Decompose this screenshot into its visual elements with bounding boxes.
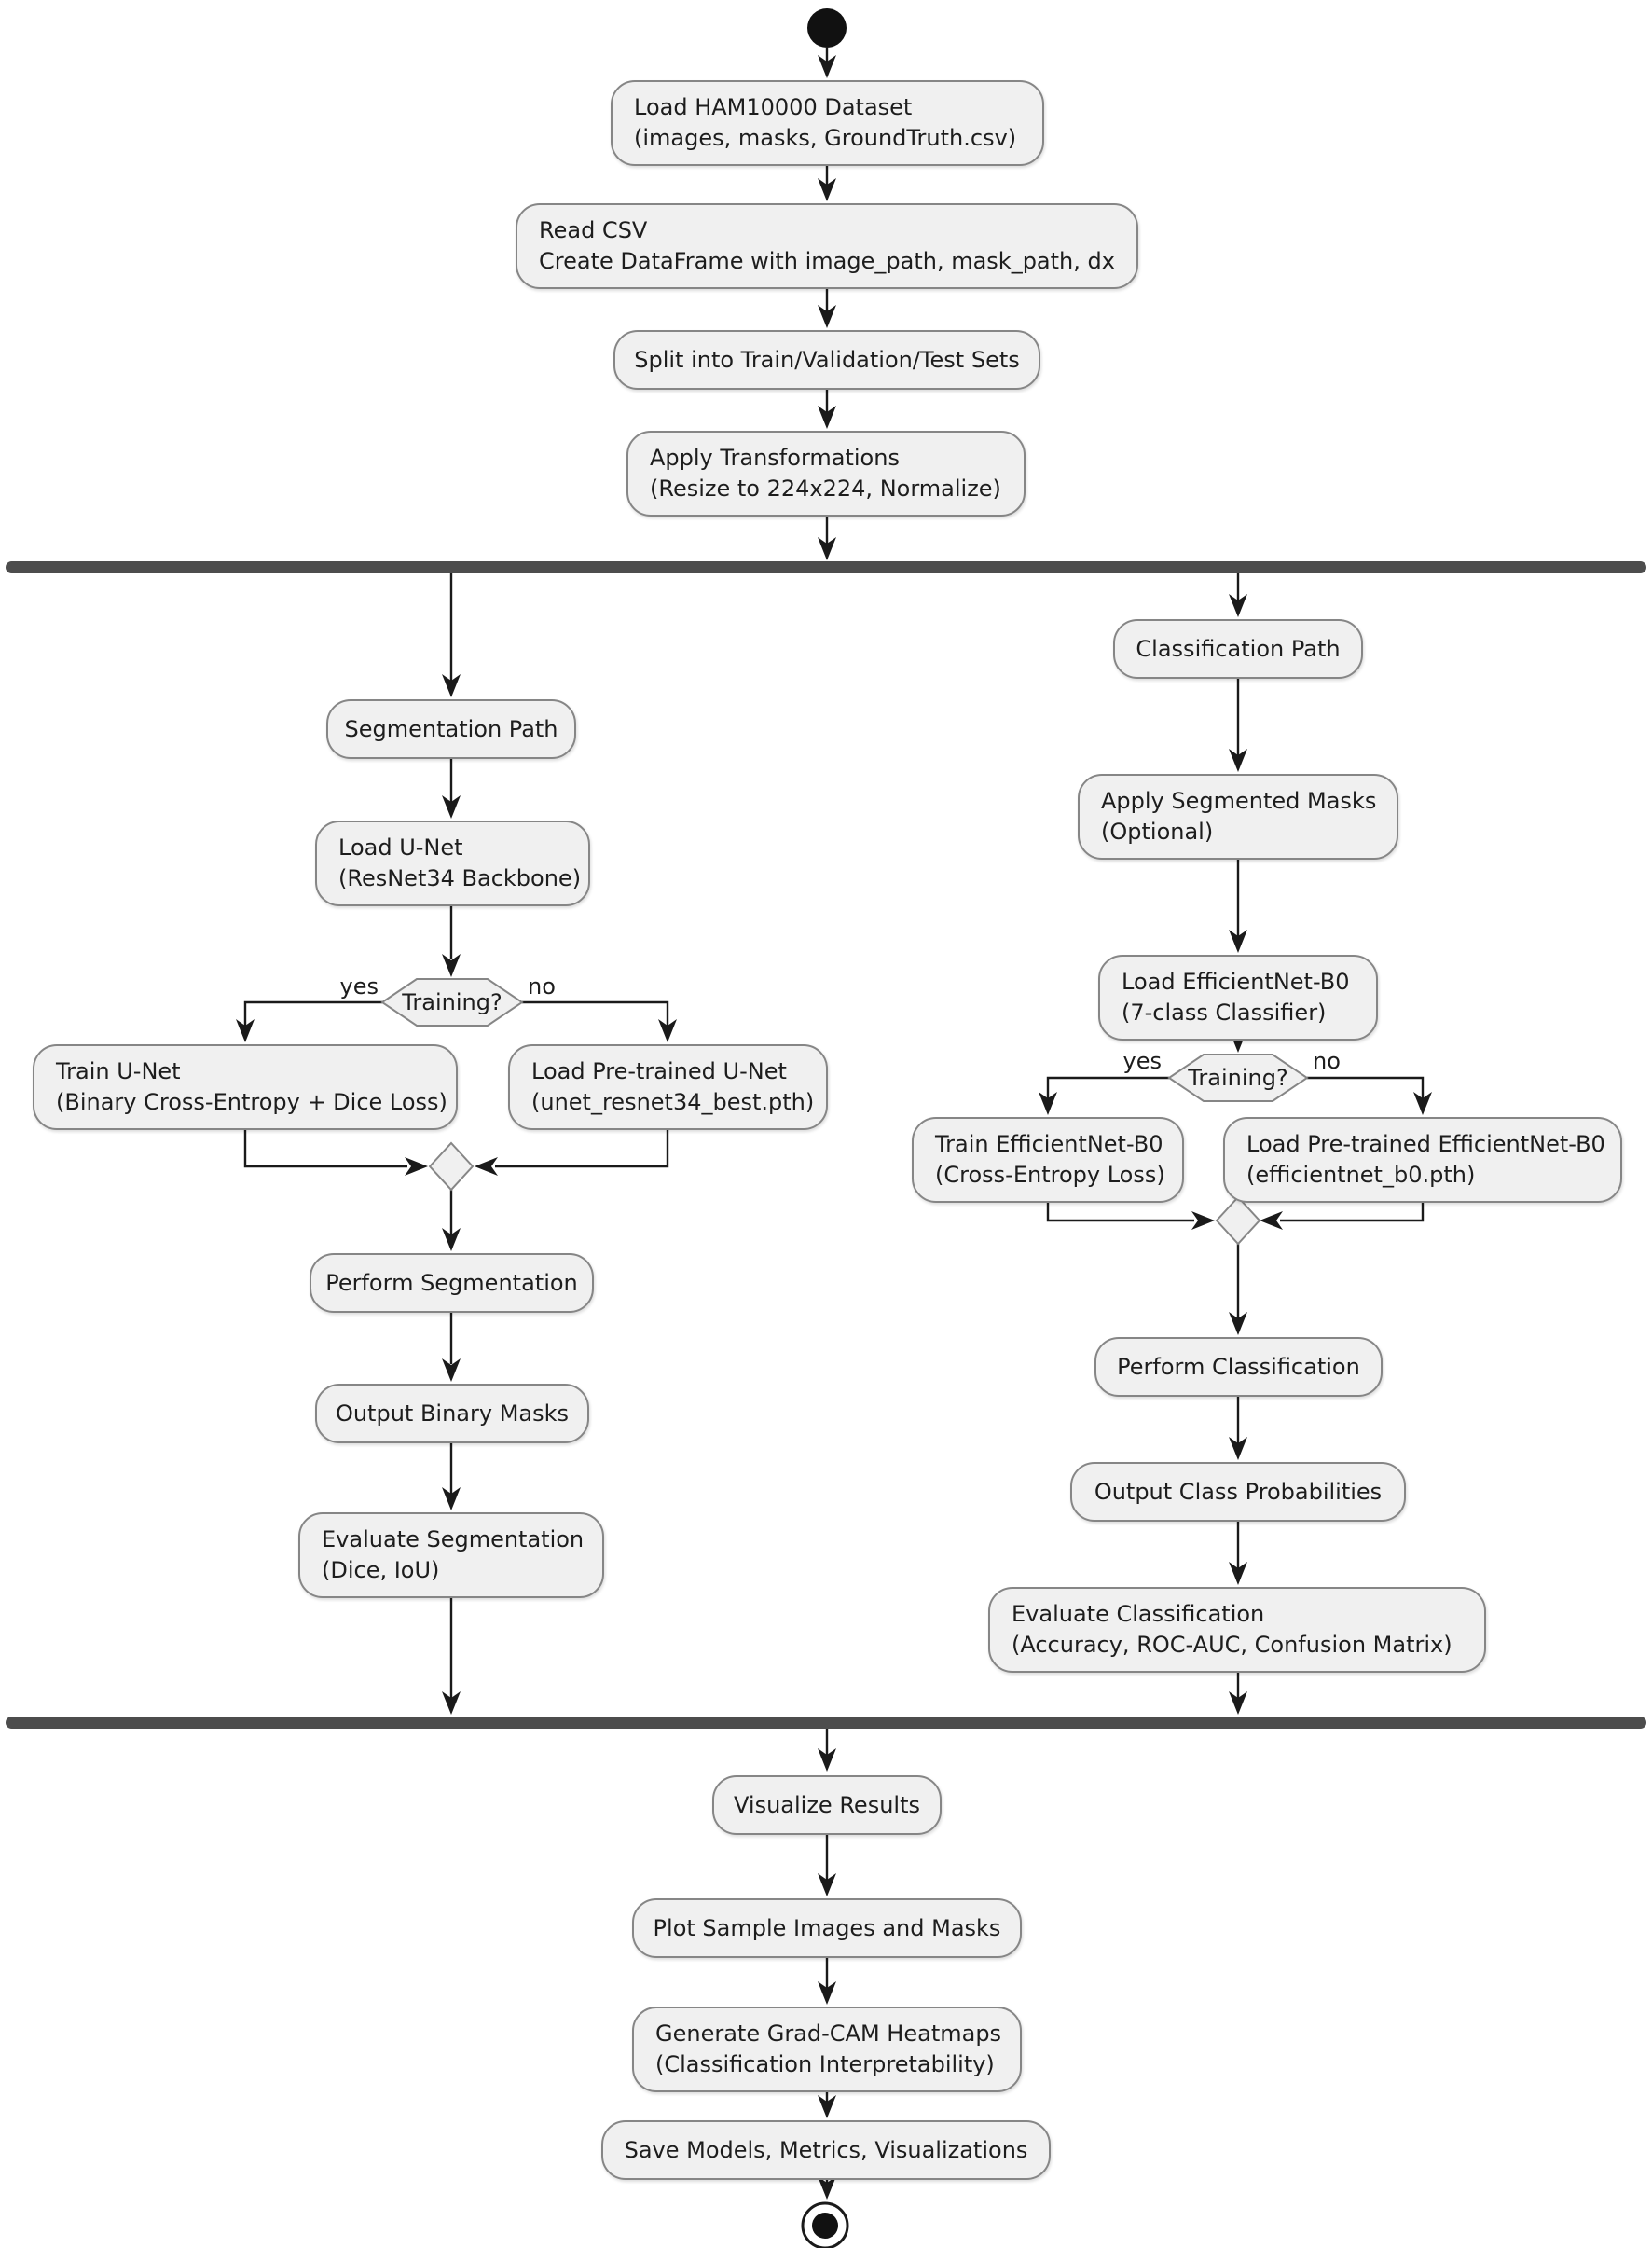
node-line: (efficientnet_b0.pth) xyxy=(1246,1162,1476,1188)
node-line: Train U-Net xyxy=(56,1058,181,1084)
merge-diamond-segmentation xyxy=(428,1141,475,1192)
node-perform-segmentation: Perform Segmentation xyxy=(310,1253,594,1313)
node-split-sets: Split into Train/Validation/Test Sets xyxy=(613,330,1040,390)
node-line: Load HAM10000 Dataset xyxy=(634,94,913,120)
node-load-dataset: Load HAM10000 Dataset (images, masks, Gr… xyxy=(611,80,1044,166)
edge-label-no: no xyxy=(1313,1048,1341,1074)
node-line: Evaluate Segmentation xyxy=(322,1526,585,1552)
node-classification-path: Classification Path xyxy=(1113,619,1363,679)
node-line: Apply Transformations xyxy=(650,445,900,471)
edge-label-yes: yes xyxy=(339,973,379,1000)
node-line: Load Pre-trained EfficientNet-B0 xyxy=(1246,1131,1605,1157)
node-line: (Dice, IoU) xyxy=(322,1557,440,1583)
node-line: Output Class Probabilities xyxy=(1094,1478,1383,1505)
node-visualize-results: Visualize Results xyxy=(712,1775,942,1835)
node-line: Load Pre-trained U-Net xyxy=(531,1058,787,1084)
end-node-core xyxy=(812,2213,838,2239)
node-output-binary-masks: Output Binary Masks xyxy=(315,1384,589,1443)
node-apply-segmented-masks: Apply Segmented Masks (Optional) xyxy=(1078,774,1398,860)
merge-diamond-classification xyxy=(1215,1195,1261,1246)
node-line: Evaluate Classification xyxy=(1012,1601,1265,1627)
node-read-csv: Read CSV Create DataFrame with image_pat… xyxy=(516,203,1138,289)
node-plot-samples: Plot Sample Images and Masks xyxy=(632,1898,1022,1958)
node-line: Load EfficientNet-B0 xyxy=(1122,969,1350,995)
node-line: Load U-Net xyxy=(338,834,463,861)
node-line: Visualize Results xyxy=(734,1791,920,1818)
node-line: (Resize to 224x224, Normalize) xyxy=(650,476,1001,502)
node-line: (unet_resnet34_best.pth) xyxy=(531,1089,815,1115)
node-line: (Optional) xyxy=(1101,819,1214,845)
node-line: (Classification Interpretability) xyxy=(655,2051,995,2077)
node-line: Generate Grad-CAM Heatmaps xyxy=(655,2020,1002,2047)
node-line: (Cross-Entropy Loss) xyxy=(935,1162,1165,1188)
node-line: Apply Segmented Masks xyxy=(1101,788,1377,814)
node-apply-transforms: Apply Transformations (Resize to 224x224… xyxy=(626,431,1026,517)
node-line: Perform Segmentation xyxy=(325,1269,578,1296)
edge-label-yes: yes xyxy=(1122,1048,1162,1074)
node-train-efficientnet: Train EfficientNet-B0 (Cross-Entropy Los… xyxy=(912,1117,1184,1203)
connectors xyxy=(243,48,1425,2185)
node-line: Split into Train/Validation/Test Sets xyxy=(634,346,1020,373)
node-save-outputs: Save Models, Metrics, Visualizations xyxy=(601,2120,1051,2180)
decision-hexagon-classification xyxy=(1167,1054,1309,1102)
node-line: Read CSV xyxy=(539,217,648,243)
node-line: Classification Path xyxy=(1136,635,1341,662)
node-line: (ResNet34 Backbone) xyxy=(338,865,582,891)
node-train-unet: Train U-Net (Binary Cross-Entropy + Dice… xyxy=(33,1044,458,1130)
node-segmentation-path: Segmentation Path xyxy=(326,699,576,759)
node-perform-classification: Perform Classification xyxy=(1094,1337,1383,1397)
node-output-class-probabilities: Output Class Probabilities xyxy=(1070,1462,1406,1522)
join-bar xyxy=(6,1717,1646,1729)
decision-label-segmentation-training: Training? xyxy=(402,989,502,1015)
node-evaluate-segmentation: Evaluate Segmentation (Dice, IoU) xyxy=(298,1512,604,1598)
node-line: Plot Sample Images and Masks xyxy=(653,1914,1001,1941)
arrowheads xyxy=(236,55,1432,2200)
node-load-pretrained-unet: Load Pre-trained U-Net (unet_resnet34_be… xyxy=(508,1044,828,1130)
node-line: Train EfficientNet-B0 xyxy=(935,1131,1163,1157)
node-load-pretrained-efficientnet: Load Pre-trained EfficientNet-B0 (effici… xyxy=(1223,1117,1622,1203)
node-line: (Binary Cross-Entropy + Dice Loss) xyxy=(56,1089,447,1115)
fork-bar xyxy=(6,561,1646,573)
node-line: Perform Classification xyxy=(1117,1353,1360,1380)
node-line: Create DataFrame with image_path, mask_p… xyxy=(539,248,1115,274)
node-evaluate-classification: Evaluate Classification (Accuracy, ROC-A… xyxy=(988,1587,1486,1673)
decision-label-classification-training: Training? xyxy=(1188,1065,1288,1091)
decision-hexagon-segmentation xyxy=(380,978,524,1027)
node-line: Segmentation Path xyxy=(344,715,558,742)
node-load-unet: Load U-Net (ResNet34 Backbone) xyxy=(315,821,590,906)
node-line: (Accuracy, ROC-AUC, Confusion Matrix) xyxy=(1012,1632,1452,1658)
node-line: (7-class Classifier) xyxy=(1122,1000,1327,1026)
start-node xyxy=(807,8,847,48)
node-load-efficientnet: Load EfficientNet-B0 (7-class Classifier… xyxy=(1098,955,1378,1041)
node-line: (images, masks, GroundTruth.csv) xyxy=(634,125,1017,151)
node-generate-gradcam: Generate Grad-CAM Heatmaps (Classificati… xyxy=(632,2007,1022,2092)
edge-label-no: no xyxy=(528,973,556,1000)
node-line: Output Binary Masks xyxy=(335,1400,570,1427)
node-line: Save Models, Metrics, Visualizations xyxy=(624,2136,1028,2163)
